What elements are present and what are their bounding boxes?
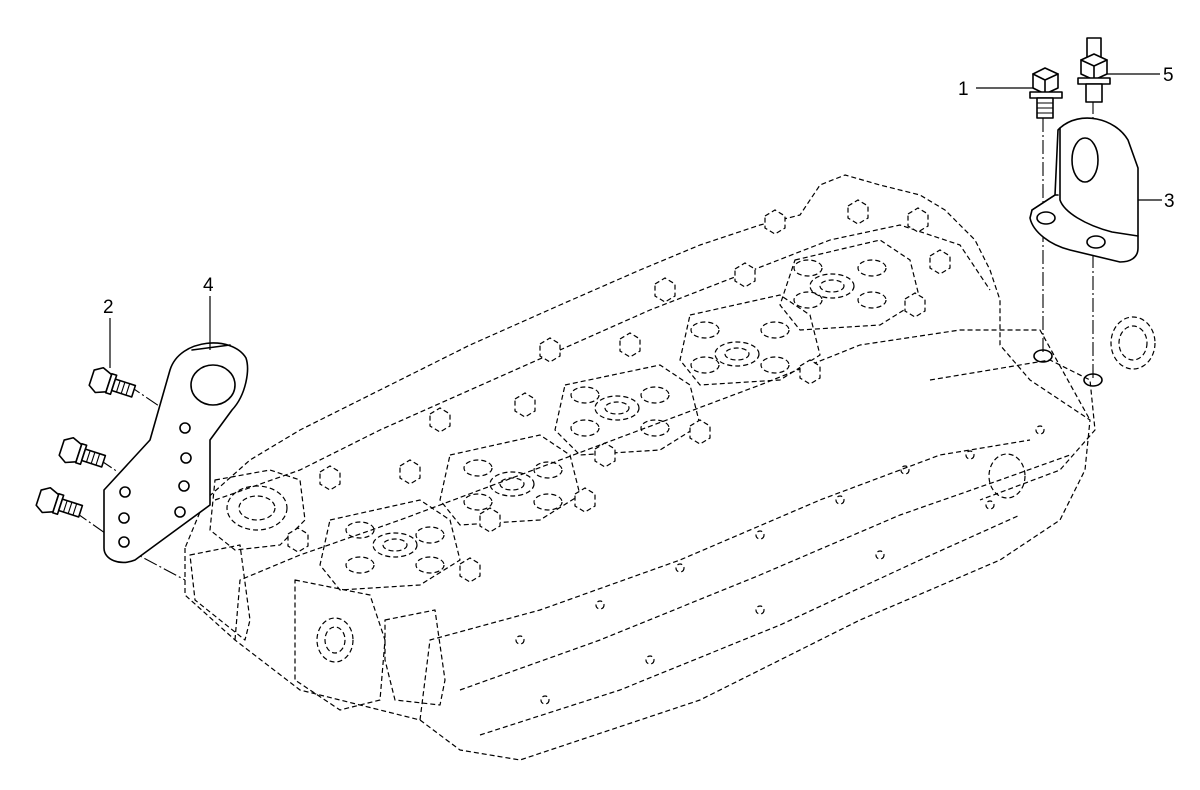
- part-3-l-bracket[interactable]: [1029, 117, 1139, 263]
- valve-cluster-2: [439, 434, 581, 526]
- part-2-bolt-a: [88, 366, 137, 398]
- head-bolts: [287, 199, 951, 583]
- callout-4-label: 4: [203, 275, 214, 296]
- callout-3: 3: [1138, 191, 1175, 212]
- callout-3-label: 3: [1164, 191, 1175, 212]
- part-2-bolt-c: [35, 486, 84, 518]
- part-4-lifting-plate[interactable]: [103, 342, 249, 564]
- callout-2-label: 2: [103, 297, 114, 318]
- valve-cluster-5: [779, 239, 921, 331]
- part-2-bolts[interactable]: [35, 365, 138, 523]
- callout-5: 5: [1107, 65, 1174, 86]
- callout-1-label: 1: [958, 79, 969, 100]
- callout-1: 1: [958, 79, 1034, 100]
- valve-cluster-1: [319, 499, 461, 591]
- part-5-stud[interactable]: [1077, 37, 1111, 103]
- part-2-bolt-b: [58, 436, 107, 468]
- part-1-bolt[interactable]: [1029, 67, 1063, 119]
- callout-4: 4: [203, 275, 214, 350]
- callout-5-label: 5: [1163, 65, 1174, 86]
- callout-2: 2: [103, 297, 114, 368]
- valve-cluster-4: [679, 294, 821, 386]
- valve-cluster-3: [554, 364, 701, 456]
- gasket-holes: [515, 425, 1045, 705]
- cylinder-head: [184, 174, 1156, 761]
